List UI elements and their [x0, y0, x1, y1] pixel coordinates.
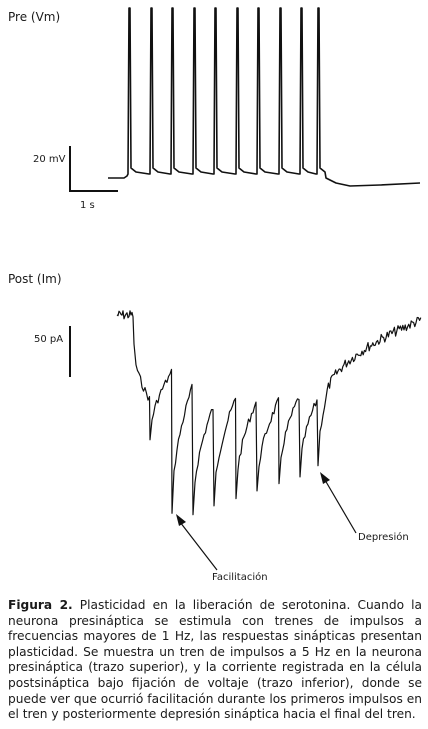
caption-title: Figura 2. [8, 598, 73, 612]
figure-caption: Figura 2. Plasticidad en la liberación d… [8, 598, 422, 723]
depression-arrow [320, 472, 357, 534]
post-trace-label: Post (Im) [8, 272, 62, 286]
depression-annotation: Depresión [358, 532, 409, 543]
presynaptic-voltage-trace [108, 7, 421, 187]
postsynaptic-current-trace [116, 310, 422, 516]
voltage-time-scale-bar [69, 146, 118, 192]
pre-trace-label: Pre (Vm) [8, 10, 61, 24]
facilitation-arrow [176, 514, 218, 571]
facilitation-annotation: Facilitación [212, 572, 268, 583]
time-scale-label: 1 s [80, 200, 95, 211]
voltage-scale-label: 20 mV [33, 154, 66, 165]
current-scale-label: 50 pA [34, 334, 64, 345]
caption-text: Plasticidad en la liberación de serotoni… [8, 598, 422, 722]
